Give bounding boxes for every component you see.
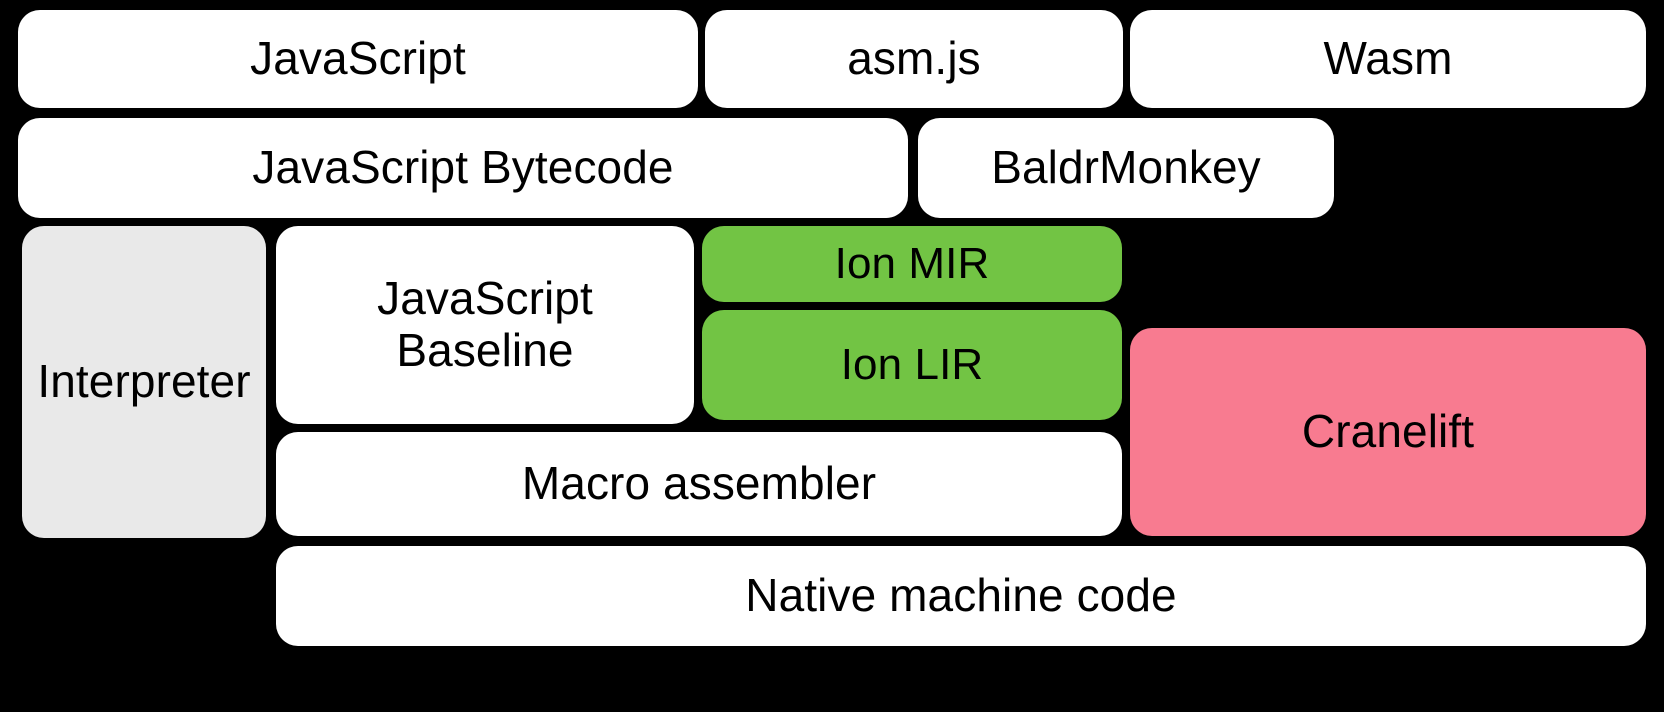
- node-javascript-bytecode: JavaScript Bytecode: [18, 118, 908, 218]
- node-label-baldrmonkey: BaldrMonkey: [991, 141, 1261, 194]
- node-javascript-baseline: JavaScript Baseline: [276, 226, 694, 424]
- node-label-javascript-baseline: JavaScript Baseline: [377, 272, 593, 376]
- node-cranelift: Cranelift: [1130, 328, 1646, 536]
- node-label-cranelift: Cranelift: [1301, 405, 1475, 458]
- node-native-machine-code: Native machine code: [276, 546, 1646, 646]
- node-macro-assembler: Macro assembler: [276, 432, 1122, 536]
- node-label-javascript-bytecode: JavaScript Bytecode: [252, 141, 674, 194]
- node-label-native-machine-code: Native machine code: [745, 569, 1177, 622]
- node-label-ion-lir: Ion LIR: [840, 340, 984, 390]
- node-label-javascript: JavaScript: [250, 32, 466, 85]
- node-label-macro-assembler: Macro assembler: [521, 457, 877, 510]
- node-ion-lir: Ion LIR: [702, 310, 1122, 420]
- node-label-wasm: Wasm: [1323, 32, 1453, 85]
- node-label-asm-js: asm.js: [847, 32, 981, 85]
- node-interpreter: Interpreter: [22, 226, 266, 538]
- node-asm-js: asm.js: [705, 10, 1123, 108]
- node-wasm: Wasm: [1130, 10, 1646, 108]
- node-ion-mir: Ion MIR: [702, 226, 1122, 302]
- node-javascript: JavaScript: [18, 10, 698, 108]
- node-label-ion-mir: Ion MIR: [834, 239, 990, 289]
- node-label-interpreter: Interpreter: [37, 355, 251, 408]
- node-baldrmonkey: BaldrMonkey: [918, 118, 1334, 218]
